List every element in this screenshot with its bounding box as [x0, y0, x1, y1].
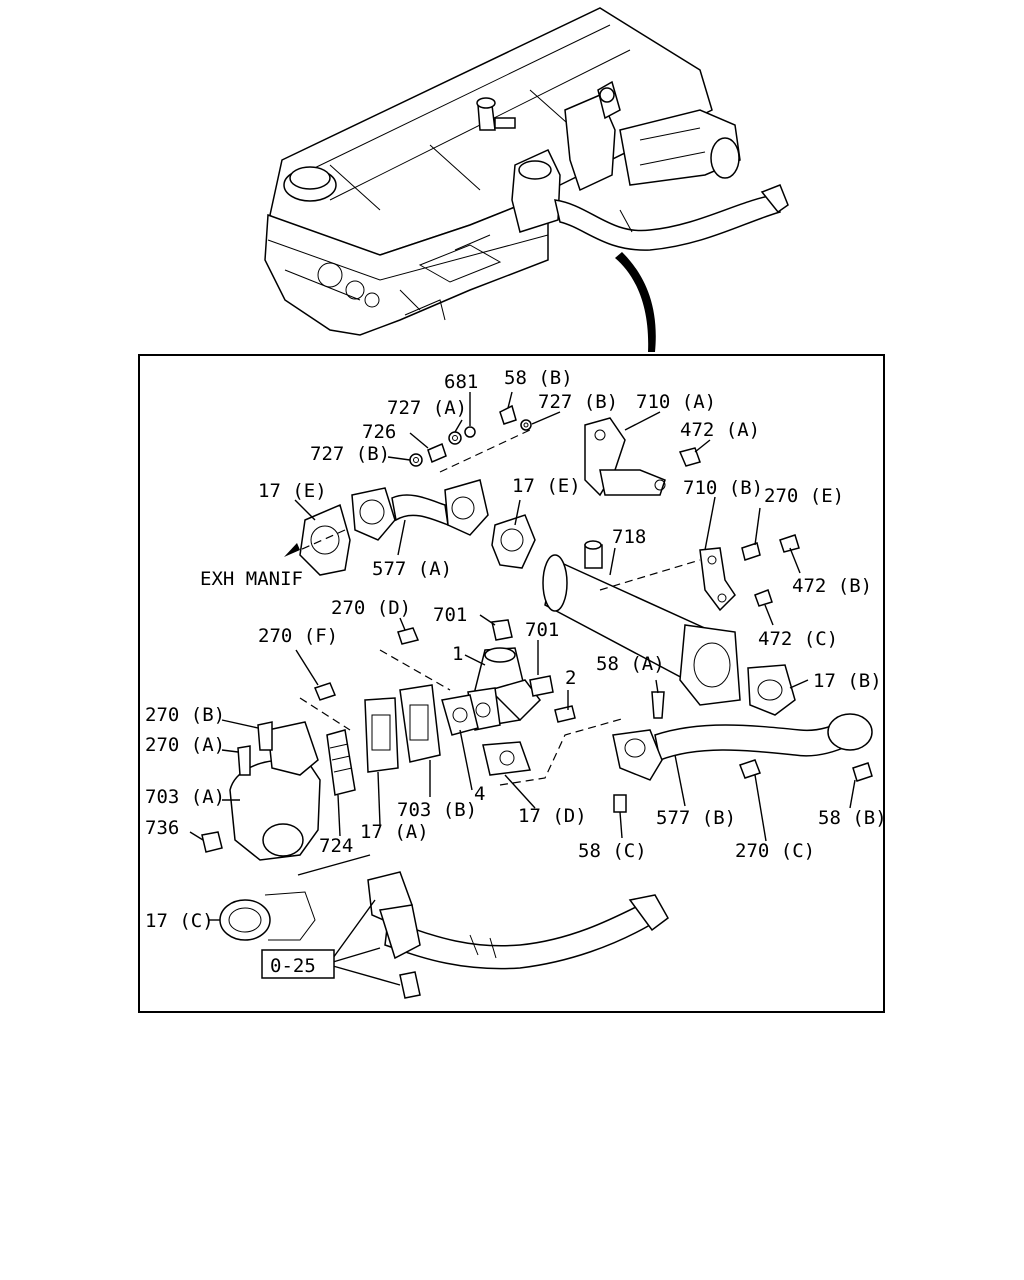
pipe-577b — [654, 718, 851, 762]
label-718: 718 — [612, 526, 646, 548]
label-701-top: 701 — [433, 604, 467, 626]
gasket-17b — [747, 664, 796, 716]
bracket-710b — [699, 547, 736, 612]
detail-frame — [138, 354, 885, 1013]
label-17b: 17 (B) — [813, 670, 882, 692]
label-2: 2 — [565, 667, 576, 689]
label-472a: 472 (A) — [680, 419, 760, 441]
label-270e: 270 (E) — [764, 485, 844, 507]
parts-illustration — [201, 404, 873, 999]
label-58c: 58 (C) — [578, 840, 647, 862]
label-472b: 472 (B) — [792, 575, 872, 597]
callout-labels: 681 58 (B) 727 (A) 727 (B) 726 727 (B) 7… — [145, 367, 887, 979]
pipe-assembly-0-25 — [384, 903, 651, 970]
label-710a: 710 (A) — [636, 391, 716, 413]
gasket-17e-mid — [491, 514, 536, 569]
gasket-4 — [441, 694, 479, 736]
gasket-17a — [364, 697, 399, 773]
label-726: 726 — [362, 421, 396, 443]
label-727b-top: 727 (B) — [538, 391, 618, 413]
label-472c: 472 (C) — [758, 628, 838, 650]
label-1: 1 — [452, 643, 463, 665]
label-710b: 710 (B) — [683, 477, 763, 499]
label-17d: 17 (D) — [518, 805, 587, 827]
label-17e-left: 17 (E) — [258, 480, 327, 502]
label-270f: 270 (F) — [258, 625, 338, 647]
label-17c: 17 (C) — [145, 910, 214, 932]
label-703a: 703 (A) — [145, 786, 225, 808]
label-681: 681 — [444, 371, 478, 393]
engine-overview-illustration — [264, 7, 789, 336]
leader-lines — [189, 391, 856, 986]
ref-box-0-25 — [261, 949, 335, 979]
label-58a: 58 (A) — [596, 653, 665, 675]
gasket-17d — [482, 741, 532, 776]
label-58b-right: 58 (B) — [818, 807, 887, 829]
gasket-17c — [219, 899, 271, 941]
label-17a: 17 (A) — [360, 821, 429, 843]
label-724: 724 — [319, 835, 353, 857]
label-701-right: 701 — [525, 619, 559, 641]
label-577b: 577 (B) — [656, 807, 736, 829]
label-ref-0-25: 0-25 — [270, 955, 316, 977]
pipe-577a — [351, 487, 396, 541]
label-727a: 727 (A) — [387, 397, 467, 419]
label-58b-top: 58 (B) — [504, 367, 573, 389]
gasket-17e-left — [299, 503, 351, 576]
label-270a: 270 (A) — [145, 734, 225, 756]
label-736: 736 — [145, 817, 179, 839]
adapter-703b — [399, 684, 441, 763]
label-4: 4 — [474, 783, 485, 805]
label-270b: 270 (B) — [145, 704, 225, 726]
plate-724 — [326, 729, 356, 796]
label-270c: 270 (C) — [735, 840, 815, 862]
label-703b: 703 (B) — [397, 799, 477, 821]
label-727b-left: 727 (B) — [310, 443, 390, 465]
pointer-arrow — [615, 252, 656, 352]
label-17e-mid: 17 (E) — [512, 475, 581, 497]
label-exh-manif: EXH MANIF — [200, 568, 303, 590]
label-270d: 270 (D) — [331, 597, 411, 619]
label-577a: 577 (A) — [372, 558, 452, 580]
